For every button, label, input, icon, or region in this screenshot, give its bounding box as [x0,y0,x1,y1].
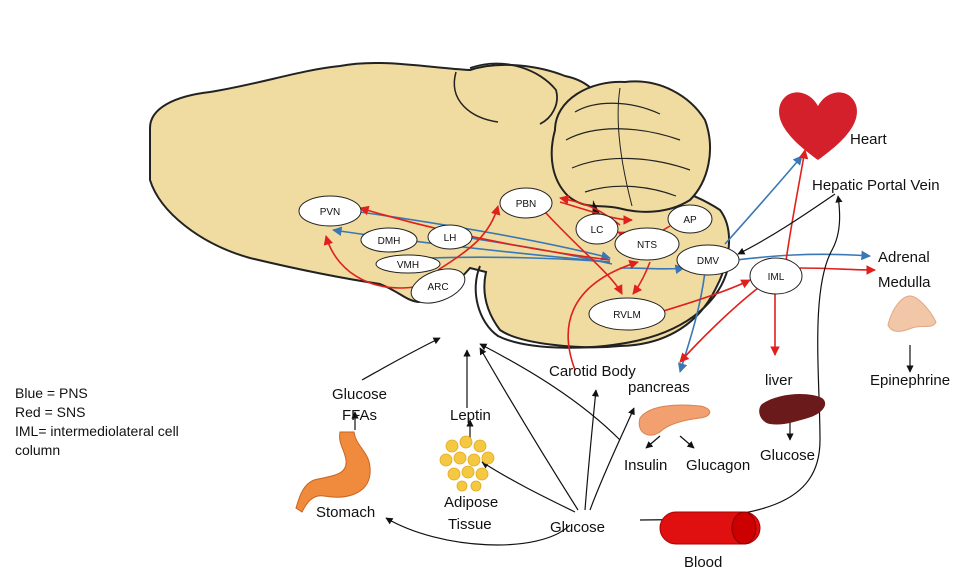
node-dmv: DMV [677,245,739,275]
node-dmv-label: DMV [697,256,720,267]
carotid-body-label: Carotid Body [549,363,636,380]
node-pbn-label: PBN [516,199,537,210]
node-lc: LC [576,214,618,244]
node-dmh-label: DMH [378,236,401,247]
insulin-label: Insulin [624,457,667,474]
leptin-label: Leptin [450,407,491,424]
liver-label: liver [765,372,793,389]
heart-label: Heart [850,131,888,148]
node-nts-label: NTS [637,240,657,251]
node-nts: NTS [615,228,679,260]
legend-red: Red = SNS [15,403,245,422]
node-lh-label: LH [444,233,457,244]
glucose-ffa-label-line2: FFAs [342,407,377,424]
brain-cerebellum [552,81,710,211]
legend-blue: Blue = PNS [15,384,245,403]
legend-iml-line2: column [15,441,245,460]
blood-vessel-icon [660,512,760,544]
glucose-ffa-label-line1: Glucose [332,386,387,403]
adrenal-gland-icon [888,296,936,331]
node-lc-label: LC [591,225,604,236]
heart-icon [779,92,857,160]
glucose-label: Glucose [550,519,605,536]
adipose-label-line2: Tissue [448,516,492,533]
node-rvlm-label: RVLM [613,310,641,321]
node-pvn: PVN [299,196,361,226]
blood-label: Blood [684,554,722,570]
node-iml: IML [750,258,802,294]
adrenal-label-line2: Medulla [878,274,931,291]
node-rvlm: RVLM [589,298,665,330]
node-vmh: VMH [376,255,440,273]
stomach-icon [296,432,370,512]
node-ap-label: AP [683,215,697,226]
node-iml-label: IML [768,272,785,283]
stomach-label: Stomach [316,504,375,521]
node-lh: LH [428,225,472,249]
liver-icon [759,394,825,424]
node-vmh-label: VMH [397,260,419,271]
node-dmh: DMH [361,228,417,252]
node-arc-label: ARC [427,282,448,293]
pancreas-label: pancreas [628,379,690,396]
epinephrine-label: Epinephrine [870,372,950,389]
node-pvn-label: PVN [320,207,341,218]
hepatic-portal-vein-label: Hepatic Portal Vein [812,177,940,194]
node-ap: AP [668,205,712,233]
node-pbn: PBN [500,188,552,218]
legend-iml-line1: IML= intermediolateral cell [15,422,245,441]
adipose-cells-icon [440,436,494,491]
adrenal-label-line1: Adrenal [878,249,930,266]
glucagon-label: Glucagon [686,457,750,474]
legend: Blue = PNS Red = SNS IML= intermediolate… [15,384,245,460]
adipose-label-line1: Adipose [444,494,498,511]
pancreas-icon [639,405,710,435]
liver-glucose-label: Glucose [760,447,815,464]
